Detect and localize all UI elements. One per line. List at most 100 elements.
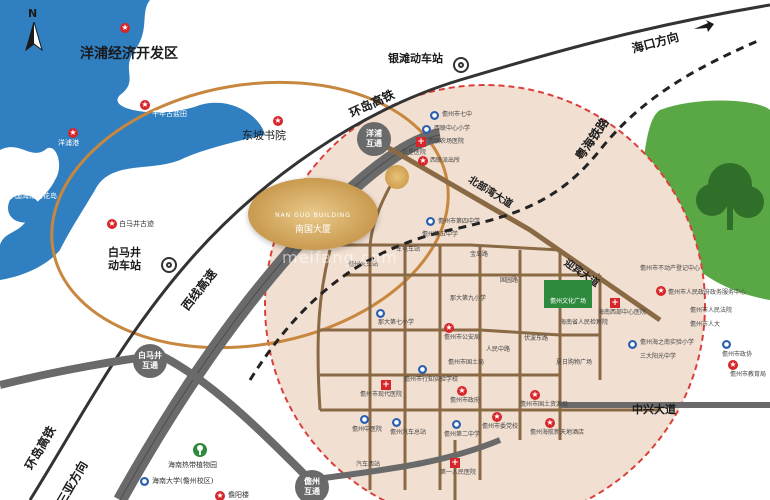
school-icon: ● [452, 420, 461, 429]
sea-area [0, 0, 265, 280]
poi-label: 儋州市第四中学 [438, 218, 481, 225]
poi-label: 西联中心小学 [434, 125, 471, 132]
landmark-star-icon: ★ [68, 128, 78, 138]
hospital-icon: + [416, 137, 426, 147]
poi-label: 儋州市人民法院 [690, 307, 733, 314]
poi-label: 儋州市人民政府政务服务中心 [668, 289, 747, 296]
poi-label: 儋州市现代医院 [360, 391, 403, 398]
project-marker[interactable] [385, 165, 409, 189]
school-icon: ● [360, 415, 369, 424]
baimajing-interchange-label: 白马井 互通 [138, 351, 162, 370]
poi-label: 第一人民医院 [440, 469, 477, 476]
landmark-star-icon: ★ [215, 491, 225, 500]
botanical-garden-icon [193, 443, 207, 457]
landmark-star-icon: ★ [273, 116, 283, 126]
arrow-right-icon [694, 20, 714, 32]
landmark-star-icon: ★ [107, 219, 117, 229]
poi-label: 儋州海航新天地酒店 [530, 429, 585, 436]
danzhou-interchange-hub[interactable]: 儋州 互通 [295, 470, 329, 500]
gov-icon: ★ [457, 386, 467, 396]
poi-label: 儋州市国土局 [448, 359, 485, 366]
poi-label: 军屯车站 [396, 246, 421, 253]
poi-label: 那大第七小学 [378, 319, 415, 326]
tropical-garden-label: 海南热带植物园 [168, 461, 217, 469]
poi-label: 儋州市政协 [722, 351, 753, 358]
compass-label: N [28, 7, 38, 20]
baimajing-station-label: 白马井 动车站 [108, 246, 141, 273]
poi-label: 儋州市七中 [442, 111, 473, 118]
poi-label: 儋州中医院 [352, 426, 383, 433]
poi-label: 那大第九小学 [450, 295, 487, 302]
road-name-label: 人民中路 [486, 346, 511, 353]
danzhou-interchange-label: 儋州 互通 [304, 477, 320, 496]
yintan-station-label: 银滩动车站 [388, 52, 443, 65]
ring-rail-line [28, 3, 770, 500]
poi-label: 儋州市国土资源局 [520, 401, 569, 408]
yangpu-zone-label: 洋浦经济开发区 [80, 46, 178, 62]
project-name-en: NAN GUO BUILDING [275, 211, 351, 219]
poi-label: 儋州市人大 [690, 321, 721, 328]
tree-icon [696, 163, 764, 230]
poi-label: 儋州市行知实验学校 [404, 376, 459, 383]
project-logo[interactable]: NAN GUO BUILDING 南国大厦 [248, 178, 378, 250]
watermark-text: meifang.com [282, 248, 398, 267]
island [8, 194, 41, 223]
hospital-icon: + [450, 458, 460, 468]
danyang-tower-label: 儋阳楼 [228, 491, 249, 499]
poi-label: 儋州市委党校 [482, 423, 519, 430]
baimajing-interchange-hub[interactable]: 白马井 互通 [133, 344, 167, 378]
poi-label: 西联派出所 [430, 157, 461, 164]
school-icon: ● [418, 365, 427, 374]
hospital-icon: + [381, 380, 391, 390]
town-circle [264, 84, 706, 500]
train-station-icon[interactable] [161, 257, 177, 273]
gov-icon: ★ [530, 390, 540, 400]
qiannian-salt-label: 千年古盐田 [152, 110, 187, 118]
hotel-icon: ★ [545, 418, 555, 428]
poi-label: 儋州第五中学 [422, 231, 459, 238]
poi-label: 儋州市不动产登记中心 [640, 265, 701, 272]
poi-label: 三大阳光中学 [640, 353, 677, 360]
station-icon: ● [392, 418, 401, 427]
gov-icon: ● [722, 340, 731, 349]
landmark-star-icon: ★ [120, 23, 130, 33]
university-label: 海南大学(儋州校区) [152, 477, 214, 485]
beibuwan-avenue-line [373, 137, 662, 323]
poi-label: 儋州第二中学 [444, 431, 481, 438]
yangpu-interchange-hub[interactable]: 洋浦 互通 [357, 122, 391, 156]
school-icon: ● [426, 217, 435, 226]
gov-icon: ★ [444, 323, 454, 333]
yangpu-interchange-label: 洋浦 互通 [366, 129, 382, 148]
train-station-icon[interactable] [453, 57, 469, 73]
poi-label: 海南省人民检察院 [560, 319, 609, 326]
gov-icon: ★ [656, 286, 666, 296]
yuehai-railway-line [248, 38, 761, 381]
poi-label: 汽车西站 [356, 461, 381, 468]
gov-icon: ★ [492, 412, 502, 422]
poi-label: 海南西部中心医院 [598, 309, 647, 316]
town-road-grid [316, 169, 660, 500]
culture-square-block[interactable]: 儋州文化广场 [544, 280, 592, 308]
poi-label: 农垦医院 [402, 149, 427, 156]
landmark-star-icon: ★ [140, 100, 150, 110]
school-icon: ● [376, 309, 385, 318]
culture-square-label: 儋州文化广场 [549, 298, 586, 305]
dongpo-academy-label: 东坡书院 [242, 129, 286, 142]
zhongxing-avenue-label: 中兴大道 [632, 403, 676, 416]
poi-label: 夏日购物广场 [556, 359, 593, 366]
poi-label: 儋州市教育局 [730, 371, 767, 378]
yangpu-port-label: 洋浦港 [58, 139, 79, 147]
project-name-cn: 南国大厦 [294, 224, 331, 235]
poi-label: 儋州汽车总站 [390, 429, 427, 436]
poi-label: 儋州火车站 [348, 261, 379, 268]
school-icon: ● [628, 340, 637, 349]
haihuadao-label: 中国海南海花岛 [8, 192, 57, 200]
university-icon: ● [140, 477, 149, 486]
road-name-label: 伏波东路 [524, 335, 549, 342]
school-icon: ● [430, 111, 439, 120]
gov-icon: ★ [418, 156, 428, 166]
poi-label: 儋州海之南实验小学 [640, 339, 695, 346]
school-icon: ● [422, 125, 431, 134]
